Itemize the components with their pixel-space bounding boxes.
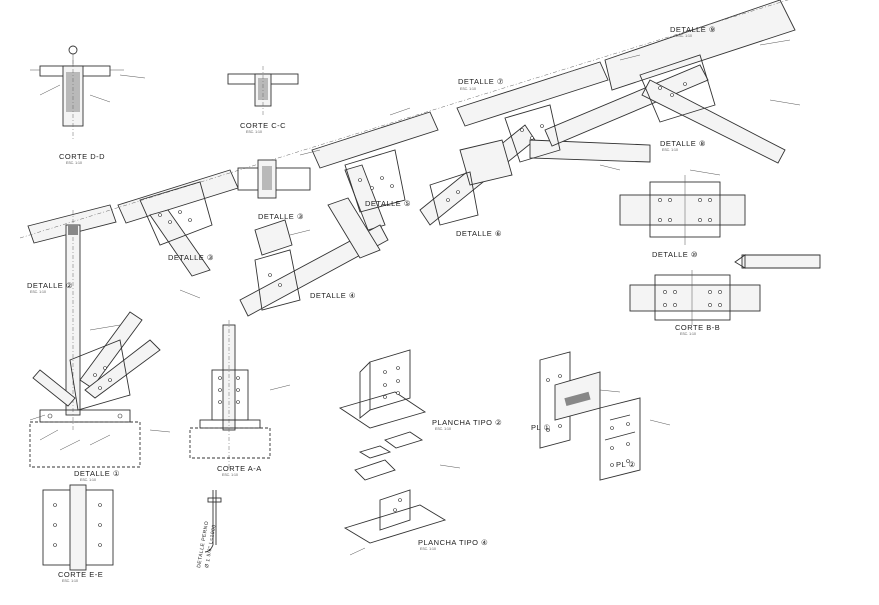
title-detalle-3b: DETALLE ③ — [168, 253, 214, 262]
title-detalle-4: DETALLE ④ — [310, 291, 356, 300]
title-corte-ee: CORTE E-E — [58, 570, 103, 579]
corte-aa-drawing — [189, 320, 271, 470]
title-pl-1: PL ① — [531, 423, 551, 432]
leader-lines — [29, 39, 801, 556]
scale-note: ESC. 1:10 — [676, 34, 692, 38]
scale-note: ESC. 1:10 — [420, 547, 436, 551]
title-detalle-3: DETALLE ③ — [258, 212, 304, 221]
plancha-tipo-4-drawing — [343, 459, 447, 544]
scale-note: ESC. 1:10 — [680, 332, 696, 336]
title-detalle-7: DETALLE ⑦ — [458, 77, 504, 86]
corte-ee-drawing — [42, 484, 114, 571]
plancha-tipo-2-drawing — [338, 349, 427, 459]
title-detalle-10: DETALLE ⑩ — [652, 250, 698, 259]
scale-note: ESC. 1:10 — [80, 478, 96, 482]
title-corte-bb: CORTE B-B — [675, 323, 720, 332]
detalle-perno-drawing — [204, 490, 222, 553]
drawing-titles: CORTE D-D CORTE C-C DETALLE ⑨ DETALLE ⑦ … — [27, 25, 720, 579]
scale-notes: ESC. 1:10 ESC. 1:10 ESC. 1:10 ESC. 1:10 … — [30, 34, 696, 583]
pl-2-drawing — [599, 397, 641, 481]
scale-note: ESC. 1:10 — [66, 161, 82, 165]
corte-bb-drawing — [629, 270, 761, 325]
title-detalle-5: DETALLE ⑤ — [365, 199, 411, 208]
gusset-plates — [139, 54, 716, 311]
truss-chord — [19, 0, 796, 244]
scale-note: ESC. 1:10 — [246, 130, 262, 134]
main-column — [29, 210, 161, 468]
corte-dd-drawing — [30, 45, 124, 140]
pl-1-drawing — [539, 351, 601, 449]
title-corte-aa: CORTE A-A — [217, 464, 262, 473]
corte-cc-drawing — [227, 66, 299, 115]
title-detalle-1: DETALLE ① — [74, 469, 120, 478]
scale-note: ESC. 1:10 — [460, 87, 476, 91]
scale-note: ESC. 1:10 — [435, 427, 451, 431]
scale-note: ESC. 1:10 — [30, 290, 46, 294]
detalle-10-drawing — [619, 175, 821, 269]
title-corte-dd: CORTE D-D — [59, 152, 105, 161]
truss-diagonals — [149, 64, 786, 317]
title-detalle-6: DETALLE ⑥ — [456, 229, 502, 238]
title-plancha-4: PLANCHA TIPO ④ — [418, 538, 488, 547]
title-plancha-2: PLANCHA TIPO ② — [432, 418, 502, 427]
title-corte-cc: CORTE C-C — [240, 121, 286, 130]
scale-note: ESC. 1:10 — [222, 473, 238, 477]
diagonal-bolts — [158, 82, 687, 287]
title-detalle-9: DETALLE ⑨ — [670, 25, 716, 34]
detalle-3-drawing — [237, 159, 311, 199]
title-detalle-2: DETALLE ② — [27, 281, 73, 290]
title-pl-2: PL ② — [616, 460, 636, 469]
title-detalle-8: DETALLE ⑧ — [660, 139, 706, 148]
scale-note: ESC. 1:10 — [662, 148, 678, 152]
scale-note: ESC. 1:10 — [62, 579, 78, 583]
